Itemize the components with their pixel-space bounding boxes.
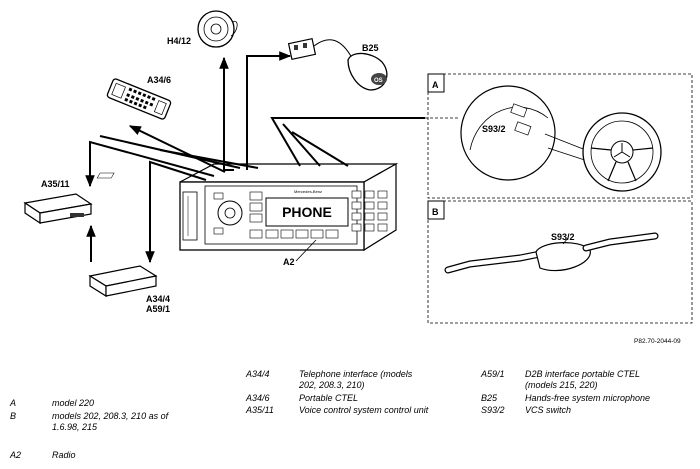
legend-text: Voice control system control unit: [299, 405, 429, 415]
label-h4-12: H4/12: [167, 36, 191, 46]
figure-id: P82.70-2044-09: [634, 338, 681, 345]
a2-leader: [295, 239, 317, 262]
legend-code: A34/4: [246, 369, 270, 379]
legend-code: A35/11: [246, 405, 274, 415]
svg-text:Mercedes-Benz: Mercedes-Benz: [294, 189, 322, 194]
legend-code: B: [10, 411, 17, 421]
label-a59-1: A59/1: [146, 304, 170, 314]
legend-text: models 202, 208.3, 210 as of 1.6.98, 215: [52, 411, 169, 432]
control-unit-a35-11: [23, 193, 93, 225]
label-b25: B25: [362, 43, 379, 53]
legend-text: model 220: [52, 398, 95, 408]
legend-code: A59/1: [481, 369, 505, 379]
panel-b-label: B: [432, 207, 439, 217]
label-a2: A2: [283, 257, 295, 267]
label-a35-11: A35/11: [41, 179, 70, 189]
speaker-h4-12: [197, 10, 238, 48]
legend-text: Hands-free system microphone: [525, 393, 651, 403]
panel-a: A: [425, 73, 693, 199]
radio-display-text: PHONE: [282, 204, 332, 220]
legend-text: Radio: [52, 450, 76, 460]
legend-text: Portable CTEL: [299, 393, 359, 403]
telephone-interface-a34-4: [88, 265, 158, 298]
panel-a-label: A: [432, 80, 439, 90]
microphone-b25: OS: [287, 37, 388, 91]
legend-code: B25: [481, 393, 498, 403]
label-s93-2-stalk: S93/2: [551, 232, 575, 242]
connection-lines: [85, 51, 425, 264]
portable-ctel-a34-6: [106, 78, 172, 120]
label-s93-2-wheel: S93/2: [482, 124, 506, 134]
legend-text: Telephone interface (models 202, 208.3, …: [299, 369, 413, 390]
radio-a2: PHONE Mercedes-Benz: [96, 162, 399, 252]
legend-text: VCS switch: [525, 405, 572, 415]
legend-code: A34/6: [246, 393, 270, 403]
legend-code: S93/2: [481, 405, 505, 415]
label-a34-4: A34/4: [146, 294, 170, 304]
label-a34-6: A34/6: [147, 75, 171, 85]
panel-b: B: [427, 200, 693, 324]
legend-code: A: [10, 398, 17, 408]
legend-text: D2B interface portable CTEL (models 215,…: [525, 369, 640, 390]
legend-code: A2: [10, 450, 22, 460]
svg-text:OS: OS: [374, 78, 383, 84]
